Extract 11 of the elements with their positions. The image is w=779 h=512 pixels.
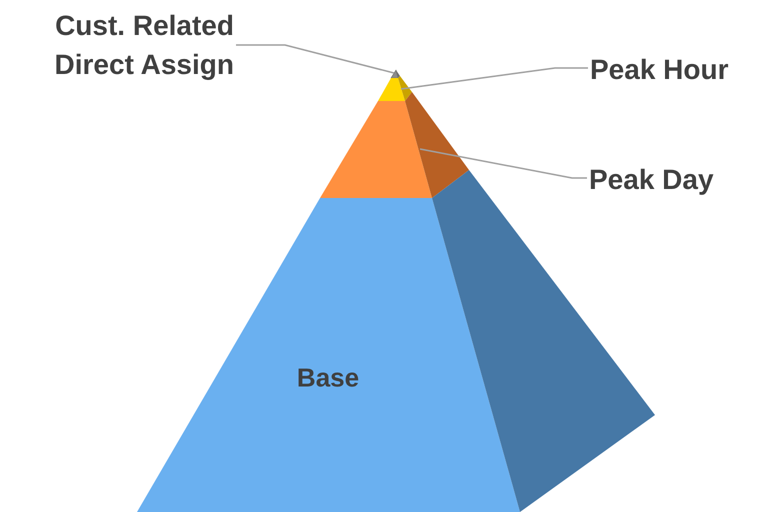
pyramid-band — [378, 76, 412, 101]
pyramid-tip — [391, 70, 400, 78]
leader-line — [420, 148, 587, 179]
callout-label: Cust. Related Direct Assign — [20, 6, 234, 84]
callout-label: Peak Day — [589, 162, 739, 198]
leader-line — [236, 44, 394, 74]
leader-line — [400, 67, 588, 90]
pyramid-band — [320, 92, 469, 198]
band-label: Base — [296, 362, 360, 394]
callout-label: Peak Hour — [590, 52, 758, 88]
pyramid-band — [137, 170, 655, 512]
